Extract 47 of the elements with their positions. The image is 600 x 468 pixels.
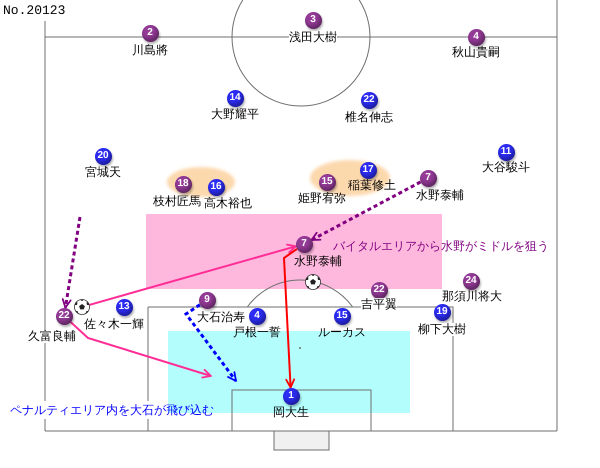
player-marker: 13	[116, 298, 132, 316]
dotted-arrow	[62, 216, 82, 308]
annotation-text: バイタルエリアから水野がミドルを狙う	[333, 239, 549, 253]
player-marker: 4	[248, 308, 266, 324]
player-marker: 20	[94, 148, 112, 164]
diagram-number: No.20123	[3, 3, 66, 18]
player-name: 柳下大樹	[418, 323, 466, 336]
player-marker: 11	[498, 144, 514, 160]
player-name: 水野泰輔	[294, 255, 342, 268]
player-name: 佐々木一輝	[84, 318, 144, 331]
annotation-text: ペナルティエリア内を大石が飛び込む	[10, 403, 214, 417]
player-name: 大石治寿	[197, 311, 245, 324]
player-marker: 7	[420, 170, 436, 186]
soccer-ball-icon	[74, 299, 90, 315]
player-name: 那須川将大	[442, 290, 502, 303]
dotted-arrow	[310, 180, 422, 242]
arrow	[89, 244, 297, 306]
player-marker: 19	[434, 304, 450, 320]
player-marker: 2	[142, 24, 158, 42]
player-marker: 15	[334, 308, 350, 324]
player-name: 大野耀平	[211, 108, 259, 121]
player-name: ルーカス	[318, 326, 366, 339]
player-name: 川島將	[132, 44, 168, 57]
player-name: 岡大生	[273, 406, 309, 419]
player-name: 椎名伸志	[345, 111, 393, 124]
arrow	[282, 248, 298, 388]
player-name: 枝村匠馬	[153, 195, 201, 208]
player-name: 水野泰輔	[416, 189, 464, 202]
player-name: 浅田大樹	[289, 31, 337, 44]
player-marker: 3	[304, 12, 322, 28]
player-marker: 22	[360, 92, 378, 108]
player-name: 秋山貴嗣	[452, 46, 500, 59]
player-name: 宮城天	[85, 166, 121, 179]
player-marker: 4	[468, 28, 484, 46]
player-marker: 22	[56, 308, 72, 324]
player-name: 久富良輔	[28, 330, 76, 343]
player-marker: 14	[226, 90, 244, 106]
player-name: 姫野宥弥	[298, 192, 346, 205]
player-name: 戸根一誓	[233, 326, 281, 339]
player-name: 高木裕也	[204, 197, 252, 210]
player-name: 吉平翼	[361, 298, 397, 311]
player-marker: 9	[198, 292, 216, 308]
dotted-arrow	[184, 303, 238, 382]
arrow	[70, 320, 212, 378]
player-name: 稲葉修土	[348, 179, 396, 192]
player-marker: 24	[462, 272, 480, 290]
player-name: 大谷駿斗	[482, 161, 530, 174]
